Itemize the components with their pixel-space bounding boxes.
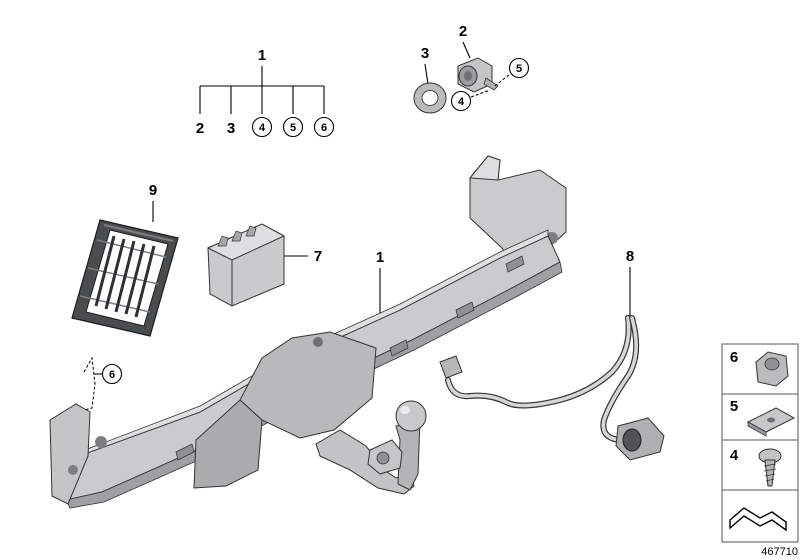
control-unit-group: 7 [206, 223, 322, 307]
diagram-id: 467710 [761, 546, 798, 558]
tree-child-6-circle [313, 116, 335, 138]
left-end-callout: 6 [83, 356, 123, 411]
arrow-icon [729, 507, 787, 532]
tree-root-label: 1 [258, 47, 266, 64]
seal-frame-group: 9 [71, 182, 179, 337]
bracket-pin-part [457, 57, 499, 93]
fastener-legend: 6 5 4 [721, 343, 799, 543]
legend-nut-number: 6 [730, 349, 738, 366]
tree-child-6: 6 [321, 122, 327, 134]
callout-bracket-screw: 4 [458, 96, 465, 108]
seal-frame-part [71, 219, 179, 337]
callout-bracket-clip-circle [508, 57, 530, 79]
tow-bar-beam-group: 1 [49, 155, 567, 509]
harness-part [439, 315, 665, 461]
callout-control-unit: 7 [314, 248, 322, 265]
tree-child-4: 4 [259, 122, 266, 134]
legend-clip-number: 5 [730, 398, 738, 415]
tree-child-5-circle [282, 116, 304, 138]
screw-icon [758, 448, 782, 487]
callout-main-beam: 1 [376, 249, 384, 266]
harness-group: 8 [439, 248, 665, 461]
callout-harness: 8 [626, 248, 634, 265]
callout-bracket-screw-circle [450, 90, 472, 112]
nut-icon [755, 351, 789, 387]
tree-child-5: 5 [290, 122, 296, 134]
callout-washer: 3 [421, 45, 429, 62]
tree-child-3: 3 [227, 120, 235, 137]
hierarchy-tree: 1 2 3 4 5 6 [196, 47, 335, 138]
callout-left-end: 6 [109, 369, 115, 381]
callout-seal-frame: 9 [149, 182, 157, 199]
bracket-group: 3 2 5 4 [413, 23, 530, 114]
control-unit-part [206, 223, 286, 307]
callout-bracket-pin: 2 [459, 23, 467, 40]
clip-icon [746, 407, 796, 437]
tow-bar-beam-part [49, 155, 567, 509]
callout-bracket-clip: 5 [516, 63, 522, 75]
callout-left-end-circle [101, 363, 123, 385]
legend-screw-number: 4 [730, 447, 739, 464]
tree-child-4-circle [251, 116, 273, 138]
tree-child-2: 2 [196, 120, 204, 137]
